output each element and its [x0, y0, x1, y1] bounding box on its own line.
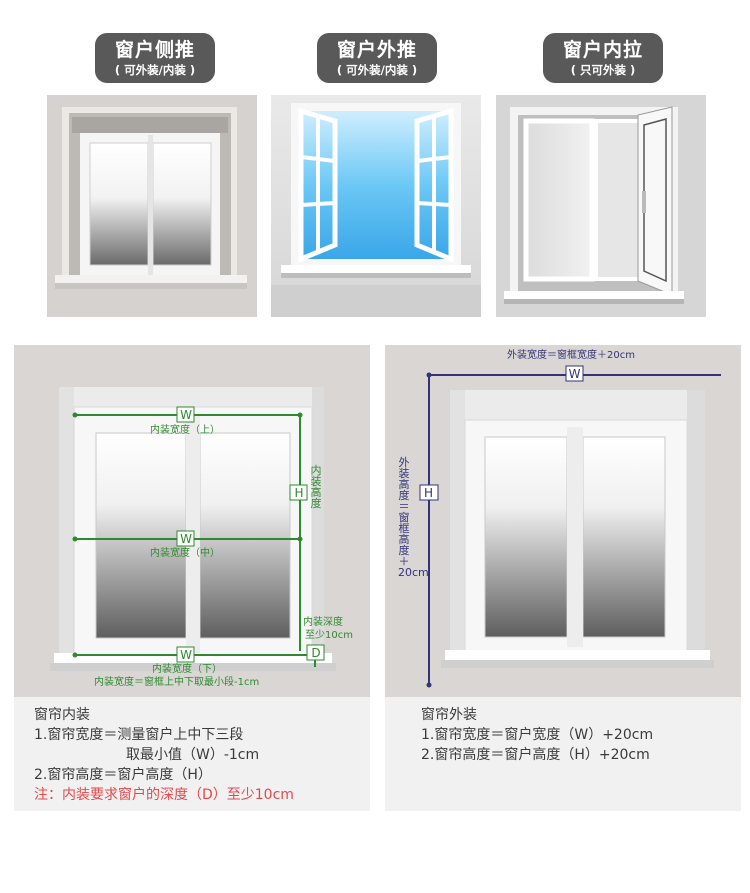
- badge-subtitle: ( 只可外装 ): [570, 63, 636, 77]
- badge-title: 窗户侧推: [114, 39, 195, 61]
- outer-notes-line2: 2.窗帘高度＝窗户高度（H）+20cm: [421, 747, 650, 763]
- badge-outward-push: 窗户外推 ( 可外装/内装 ): [317, 33, 437, 83]
- inner-h: H: [294, 486, 304, 500]
- inner-w-bot: W: [180, 648, 192, 662]
- outer-h: H: [423, 486, 434, 500]
- inner-w-top: W: [180, 408, 192, 422]
- outer-w: W: [568, 367, 581, 381]
- inner-notes-line2: 取最小值（W）-1cm: [126, 747, 260, 763]
- badge-subtitle: ( 可外装/内装 ): [114, 63, 196, 77]
- outer-notes-line1: 1.窗帘宽度＝窗户宽度（W）+20cm: [421, 727, 654, 743]
- panel-inner-mount: W W W H D 内装宽度（上） 内装宽度（中） 内装宽度（下） 内装高度 内…: [14, 345, 370, 811]
- inner-d: D: [311, 646, 321, 660]
- badge-subtitle: ( 可外装/内装 ): [336, 63, 418, 77]
- inner-w-mid: W: [180, 532, 192, 546]
- inner-depth-label-2: 至少10cm: [305, 630, 353, 641]
- badge-title: 窗户内拉: [562, 39, 643, 61]
- badge-title: 窗户外推: [336, 39, 417, 61]
- inner-notes-title: 窗帘内装: [34, 707, 90, 723]
- inner-notes-line3: 2.窗帘高度＝窗户高度（H）: [34, 767, 212, 783]
- inner-width-rule: 内装宽度＝窗框上中下取最小段-1cm: [94, 677, 260, 688]
- inner-height-label: 内装高度: [310, 464, 322, 510]
- inner-notes-line1: 1.窗帘宽度＝测量窗户上中下三段: [34, 727, 244, 743]
- photo-inward-pull-window: [496, 95, 706, 317]
- inner-notes-warning: 注：内装要求窗户的深度（D）至少10cm: [34, 787, 294, 803]
- photo-side-push-window: [47, 95, 257, 317]
- inner-width-bot-label: 内装宽度（下）: [152, 664, 222, 675]
- badge-side-push: 窗户侧推 ( 可外装/内装 ): [95, 33, 215, 83]
- inner-width-top-label: 内装宽度（上）: [150, 425, 220, 436]
- outer-notes-title: 窗帘外装: [421, 707, 477, 723]
- panel-outer-mount: 外装宽度＝窗框宽度＋20cm W H 外装高度＝窗框高度＋20cm 窗帘外装 1…: [385, 345, 741, 811]
- inner-notes: 窗帘内装 1.窗帘宽度＝测量窗户上中下三段 取最小值（W）-1cm 2.窗帘高度…: [34, 705, 294, 805]
- outer-height-rule: 外装高度＝窗框高度＋20cm: [398, 456, 429, 579]
- outer-width-rule: 外装宽度＝窗框宽度＋20cm: [507, 350, 635, 361]
- inner-width-mid-label: 内装宽度（中）: [150, 548, 220, 559]
- photo-outward-push-window: [271, 95, 481, 317]
- outer-notes: 窗帘外装 1.窗帘宽度＝窗户宽度（W）+20cm 2.窗帘高度＝窗户高度（H）+…: [421, 705, 653, 765]
- inner-depth-label-1: 内装深度: [303, 617, 343, 628]
- badge-inward-pull: 窗户内拉 ( 只可外装 ): [543, 33, 663, 83]
